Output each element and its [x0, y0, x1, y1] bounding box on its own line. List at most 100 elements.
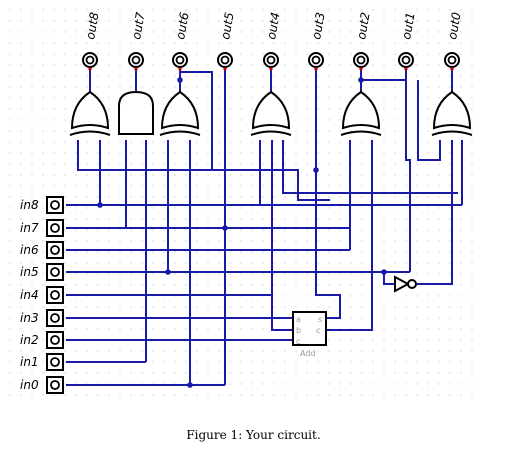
grid-dot	[350, 20, 352, 22]
grid-dot	[108, 64, 110, 66]
grid-dot	[460, 372, 462, 374]
grid-dot	[86, 350, 88, 352]
grid-dot	[460, 240, 462, 242]
grid-dot	[108, 306, 110, 308]
grid-dot	[383, 372, 385, 374]
grid-dot	[251, 152, 253, 154]
grid-dot	[75, 75, 77, 77]
grid-dot	[262, 141, 264, 143]
grid-dot	[284, 372, 286, 374]
grid-dot	[394, 350, 396, 352]
output-pin-inner	[356, 55, 366, 65]
grid-dot	[20, 130, 22, 132]
grid-dot	[196, 229, 198, 231]
grid-dot	[306, 361, 308, 363]
grid-dot	[229, 207, 231, 209]
grid-dot	[427, 317, 429, 319]
grid-dot	[152, 218, 154, 220]
grid-dot	[306, 75, 308, 77]
grid-dot	[449, 317, 451, 319]
grid-dot	[394, 42, 396, 44]
grid-dot	[251, 394, 253, 396]
grid-dot	[262, 20, 264, 22]
grid-dot	[273, 9, 275, 11]
input-label: in5	[20, 265, 39, 279]
grid-dot	[163, 372, 165, 374]
grid-dot	[20, 185, 22, 187]
grid-dot	[317, 185, 319, 187]
grid-dot	[9, 350, 11, 352]
grid-dot	[174, 251, 176, 253]
grid-dot	[460, 383, 462, 385]
grid-dot	[174, 42, 176, 44]
grid-dot	[361, 174, 363, 176]
grid-dot	[163, 163, 165, 165]
grid-dot	[207, 361, 209, 363]
grid-dot	[251, 328, 253, 330]
grid-dot	[317, 20, 319, 22]
grid-dot	[405, 229, 407, 231]
grid-dot	[306, 383, 308, 385]
grid-dot	[229, 185, 231, 187]
grid-dot	[9, 9, 11, 11]
grid-dot	[427, 196, 429, 198]
grid-dot	[240, 97, 242, 99]
grid-dot	[427, 9, 429, 11]
grid-dot	[295, 97, 297, 99]
grid-dot	[174, 152, 176, 154]
grid-dot	[460, 53, 462, 55]
output-label: out3	[309, 11, 328, 40]
grid-dot	[97, 273, 99, 275]
grid-dot	[196, 97, 198, 99]
grid-dot	[284, 383, 286, 385]
grid-dot	[207, 185, 209, 187]
grid-dot	[295, 152, 297, 154]
pin-tip	[269, 67, 273, 71]
grid-dot	[416, 229, 418, 231]
grid-dot	[394, 141, 396, 143]
grid-dot	[284, 9, 286, 11]
grid-dot	[152, 361, 154, 363]
grid-dot	[251, 64, 253, 66]
grid-dot	[20, 273, 22, 275]
grid-dot	[383, 141, 385, 143]
grid-dot	[9, 394, 11, 396]
grid-dot	[383, 20, 385, 22]
grid-dot	[240, 20, 242, 22]
grid-dot	[108, 262, 110, 264]
grid-dot	[295, 306, 297, 308]
grid-dot	[9, 372, 11, 374]
grid-dot	[394, 163, 396, 165]
grid-dot	[273, 174, 275, 176]
grid-dot	[53, 174, 55, 176]
grid-dot	[42, 284, 44, 286]
grid-dot	[328, 53, 330, 55]
grid-dot	[119, 31, 121, 33]
grid-dot	[207, 64, 209, 66]
grid-dot	[273, 20, 275, 22]
grid-dot	[416, 42, 418, 44]
grid-dot	[31, 64, 33, 66]
grid-dot	[163, 229, 165, 231]
grid-dot	[295, 218, 297, 220]
grid-dot	[383, 108, 385, 110]
grid-dot	[284, 350, 286, 352]
grid-dot	[130, 174, 132, 176]
grid-dot	[240, 64, 242, 66]
grid-dot	[42, 295, 44, 297]
grid-dot	[163, 31, 165, 33]
grid-dot	[339, 152, 341, 154]
grid-dot	[86, 152, 88, 154]
input-pin-inner	[50, 380, 60, 390]
grid-dot	[141, 240, 143, 242]
grid-dot	[86, 229, 88, 231]
grid-dot	[449, 163, 451, 165]
grid-dot	[207, 251, 209, 253]
pin-tip	[450, 67, 454, 71]
grid-dot	[284, 251, 286, 253]
grid-dot	[427, 207, 429, 209]
grid-dot	[20, 163, 22, 165]
grid-dot	[9, 207, 11, 209]
grid-dot	[9, 361, 11, 363]
grid-dot	[339, 251, 341, 253]
